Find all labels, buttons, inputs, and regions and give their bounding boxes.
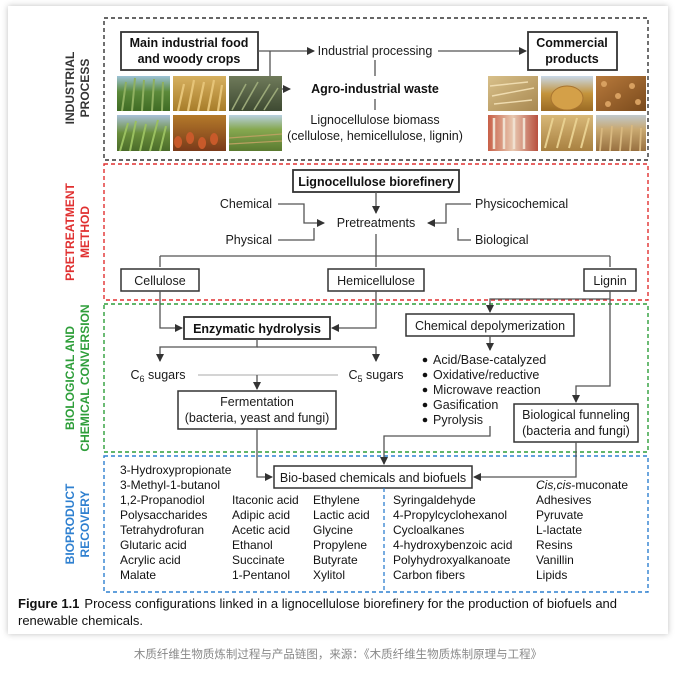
product-item: Butyrate [313,553,358,567]
c6-sugars-label: C6 sugars [130,368,185,384]
side-label-industrial-1: INDUSTRIAL [63,52,77,125]
product-item: Succinate [232,553,285,567]
product-col2: Itaconic acid Adipic acid Acetic acid Et… [232,493,299,582]
funneling-line1: Biological funneling [522,408,630,422]
enzymatic-label: Enzymatic hydrolysis [193,322,321,336]
lignin-label: Lignin [593,274,626,288]
product-item: Acrylic acid [120,553,181,567]
product-col4: Syringaldehyde 4-Propylcyclohexanol Cycl… [393,493,512,582]
figure-caption-line2: renewable chemicals. [18,613,143,628]
funneling-box [513,403,639,443]
depolymerization-methods: Acid/Base-catalyzed Oxidative/reductive … [422,353,546,427]
product-item: Lactic acid [313,508,370,522]
product-col1: 3-Hydroxypropionate 3-Methyl-1-butanol 1… [120,463,232,582]
product-item: Ethanol [232,538,273,552]
product-item: Ethylene [313,493,360,507]
figure-card: INDUSTRIAL PROCESS PRETREATMENT METHOD B… [8,6,668,634]
side-label-recovery-1: BIOPRODUCT [63,483,77,564]
commercial-line2: products [545,52,599,66]
product-item: Propylene [313,538,367,552]
chemical-label: Chemical [220,197,272,211]
waste-label: Agro-industrial waste [311,82,439,96]
hub-box [273,465,473,489]
hub-label: Bio-based chemicals and biofuels [280,471,466,485]
method-item: Acid/Base-catalyzed [433,353,546,367]
product-item: 3-Hydroxypropionate [120,463,232,477]
side-label-conversion-2: CHEMICAL CONVERSION [78,304,92,451]
method-item: Oxidative/reductive [433,368,539,382]
hemicellulose-label: Hemicellulose [337,274,415,288]
crop-photos [117,76,283,152]
funneling-line2: (bacteria and fungi) [522,424,630,438]
product-item: Polysaccharides [120,508,207,522]
product-item: Polyhydroxyalkanoate [393,553,511,567]
conversion-frame [103,303,649,453]
product-item: Lipids [536,568,567,582]
method-item: Microwave reaction [433,383,541,397]
product-item: Vanillin [536,553,574,567]
depolymerization-label: Chemical depolymerization [415,319,565,333]
cellulose-label: Cellulose [134,274,185,288]
c5-sugars-label: C5 sugars [348,368,403,384]
pretreatments-label: Pretreatments [337,216,416,230]
product-item: Pyruvate [536,508,584,522]
product-item: 4-hydroxybenzoic acid [393,538,512,552]
side-label-conversion-1: BIOLOGICAL AND [63,326,77,430]
commercial-box [527,31,618,71]
recovery-frame [103,455,649,593]
fermentation-line2: (bacteria, yeast and fungi) [185,411,330,425]
fermentation-box [177,390,337,430]
product-item: Cis,cis-muconate [536,478,628,492]
biological-label: Biological [475,233,529,247]
crops-line1: Main industrial food [130,36,249,50]
processing-label: Industrial processing [318,44,433,58]
product-item: Tetrahydrofuran [120,523,204,537]
product-item: Itaconic acid [232,493,299,507]
product-item: Resins [536,538,573,552]
product-item: Glutaric acid [120,538,187,552]
biomass-line1: Lignocellulose biomass [310,113,439,127]
product-item: 4-Propylcyclohexanol [393,508,507,522]
commercial-line1: Commercial [536,36,608,50]
product-item: Adhesives [536,493,591,507]
product-item: 3-Methyl-1-butanol [120,478,220,492]
product-item: Syringaldehyde [393,493,476,507]
biomass-line2: (cellulose, hemicellulose, lignin) [287,129,463,143]
physicochemical-label: Physicochemical [475,197,568,211]
product-item: Malate [120,568,156,582]
source-credit: 木质纤维生物质炼制过程与产品链图，来源：《木质纤维生物质炼制原理与工程》 [133,647,543,661]
side-label-pretreatment-1: PRETREATMENT [63,182,77,280]
product-item: Xylitol [313,568,345,582]
product-item: L-lactate [536,523,582,537]
product-item: Adipic acid [232,508,290,522]
product-col3: Ethylene Lactic acid Glycine Propylene B… [313,493,370,582]
product-item: Glycine [313,523,353,537]
product-photos [488,76,646,152]
product-item: Carbon fibers [393,568,465,582]
side-label-industrial-2: PROCESS [78,59,92,118]
product-item: 1-Pentanol [232,568,290,582]
method-item: Gasification [433,398,498,412]
product-col5: Cis,cis-muconate Adhesives Pyruvate L-la… [536,478,628,582]
side-label-pretreatment-2: METHOD [78,206,92,258]
biorefinery-label: Lignocellulose biorefinery [298,175,454,189]
product-item: Cycloalkanes [393,523,464,537]
process-diagram: INDUSTRIAL PROCESS PRETREATMENT METHOD B… [18,17,649,628]
method-item: Pyrolysis [433,413,483,427]
product-item: 1,2-Propanodiol [120,493,205,507]
physical-label: Physical [225,233,272,247]
crops-line2: and woody crops [138,52,241,66]
fermentation-line1: Fermentation [220,395,294,409]
side-label-recovery-2: RECOVERY [78,491,92,558]
product-item: Acetic acid [232,523,290,537]
